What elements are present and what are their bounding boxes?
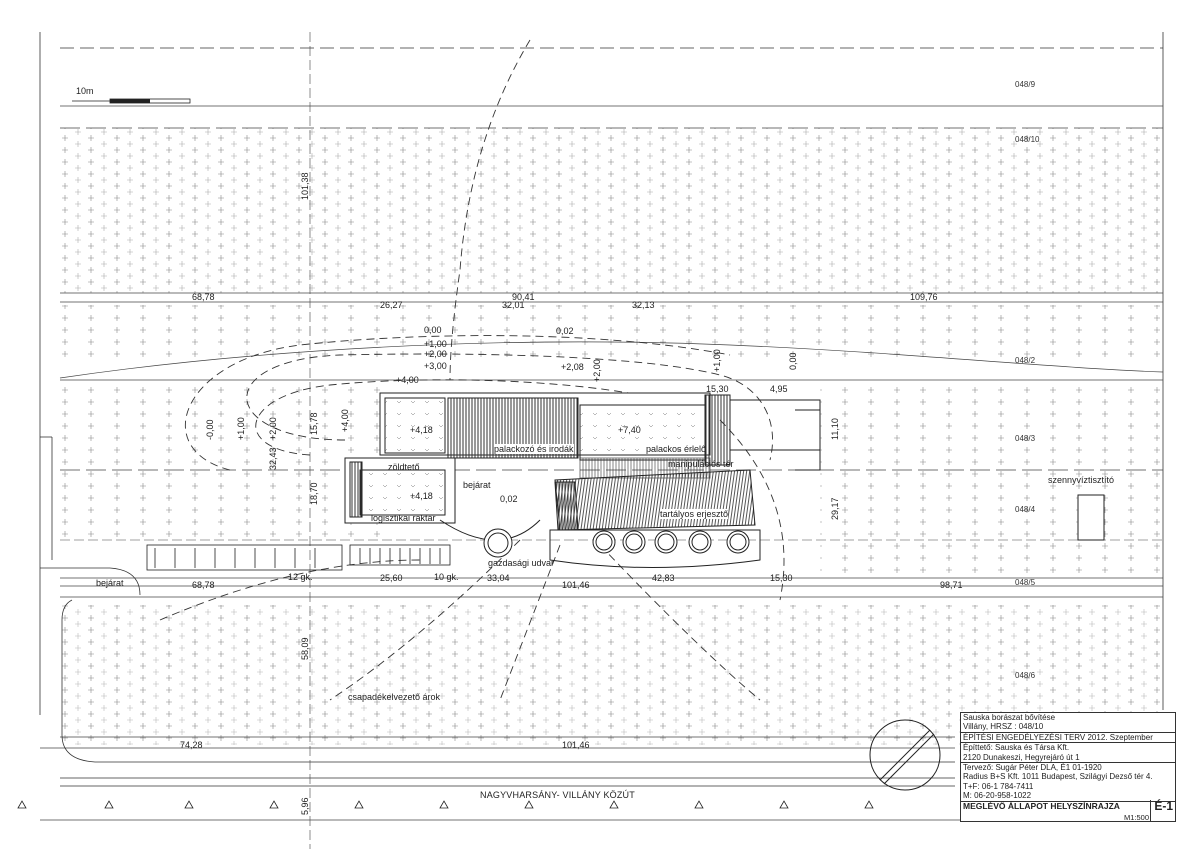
dimension-label: 11,10 — [830, 418, 840, 440]
client: Építtető: Sauska és Társa Kft. — [961, 742, 1175, 752]
parcel-label: 048/10 — [1015, 135, 1040, 144]
field-lines — [40, 105, 1164, 821]
dimension-label: 32,13 — [632, 300, 655, 310]
dimension-label: 32,01 — [502, 300, 525, 310]
dimension-label: 32,43 — [268, 447, 278, 470]
building-label-green-roof: zöldtető — [388, 462, 420, 472]
dimension-label: 90,41 — [512, 292, 535, 302]
dimension-label: 4,95 — [770, 384, 788, 394]
sheet-code-box — [1150, 800, 1175, 821]
contour-label: 0,00 — [424, 325, 442, 335]
elevation-label: +4,18 — [410, 425, 433, 435]
wastewater-label: szennyvíztisztító — [1048, 475, 1115, 485]
contour-label: 0,02 — [500, 494, 518, 504]
dimension-label: 101,38 — [300, 172, 310, 200]
designer: Tervező: Sugár Péter DLA, É1 01-1920 — [961, 762, 1175, 772]
dimension-label: 101,46 — [562, 580, 590, 590]
parcel-label: 048/6 — [1015, 671, 1036, 680]
contour-label: +2,08 — [561, 362, 584, 372]
elevation-label: +4,18 — [410, 491, 433, 501]
elevation-label: +7,40 — [618, 425, 641, 435]
drain-label: csapadékelvezető árok — [348, 692, 441, 702]
parking-label: 12 gk. — [288, 572, 313, 582]
road-edges — [40, 436, 955, 787]
contour-label: +2,00 — [592, 359, 602, 382]
contour-label: +1,00 — [712, 349, 722, 372]
scale-bar-label: 10m — [76, 86, 94, 96]
markers — [17, 800, 874, 809]
dimension-label: 68,78 — [192, 292, 215, 302]
contour-label: +1,00 — [236, 417, 246, 440]
dimension-label: 58,09 — [300, 637, 310, 660]
yard-label: gazdasági udvar — [488, 558, 555, 568]
dimension-label: 25,60 — [380, 573, 403, 583]
dimension-label: 42,83 — [652, 573, 675, 583]
building-label-manipulation: manipulációs tér — [668, 459, 734, 469]
sheet-code: É-1 — [1154, 799, 1173, 813]
scale-bar — [72, 98, 191, 104]
contour-label: +2,00 — [268, 417, 278, 440]
dimension-label: 74,28 — [180, 740, 203, 750]
parking — [146, 544, 451, 571]
project-location: Villány, HRSZ : 048/10 — [963, 722, 1044, 732]
mobile: M: 06-20-958-1022 — [963, 791, 1032, 801]
sheet-title: MEGLÉVŐ ÁLLAPOT HELYSZÍNRAJZA — [961, 800, 1175, 811]
phone: T+F: 06-1 784-7411 — [963, 781, 1034, 791]
dimension-label: 68,78 — [192, 580, 215, 590]
contour-label: +4,00 — [340, 409, 350, 432]
dimension-label: 101,46 — [562, 740, 590, 750]
dimension-label: 29,17 — [830, 497, 840, 520]
dimension-label: 15,78 — [309, 412, 319, 435]
parcel-label: 048/9 — [1015, 80, 1036, 89]
contour-label: 0,00 — [788, 352, 798, 370]
building-label-bottle-aging: palackos érlelő — [646, 444, 707, 454]
contour-label: +1,00 — [424, 339, 447, 349]
tanks — [483, 528, 750, 558]
design-firm: Radius B+S Kft. 1011 Budapest, Szilágyi … — [963, 772, 1153, 782]
parcel-label: 048/3 — [1015, 434, 1036, 443]
wastewater-plant — [1077, 494, 1105, 541]
contour-label: +3,00 — [424, 361, 447, 371]
building-label-logistics: logisztikai raktár — [371, 513, 436, 523]
road-label: NAGYVHARSÁNY- VILLÁNY KÖZÚT — [480, 790, 635, 800]
project-phase: ÉPÍTÉSI ENGEDÉLYEZÉSI TERV 2012. Szeptem… — [961, 731, 1175, 742]
north-arrow — [869, 719, 941, 791]
parcel-label: 048/2 — [1015, 356, 1036, 365]
contour-lines — [159, 39, 785, 701]
drawing-scale: M1:500 — [1123, 813, 1149, 822]
vineyard-rows — [60, 128, 1160, 745]
parcel-label: 048/5 — [1015, 578, 1036, 587]
title-block: Sauska borászat bővítése Villány, HRSZ :… — [960, 712, 1176, 822]
building-label-bottling: palackozó és irodák — [494, 444, 574, 454]
contour-label: +4,00 — [396, 375, 419, 385]
contour-label: 0,02 — [556, 326, 574, 336]
dimension-label: 18,70 — [309, 482, 319, 505]
dimension-label: 33,04 — [487, 573, 510, 583]
project-name: Sauska borászat bővítése — [963, 713, 1056, 722]
dimension-label: 15,30 — [706, 384, 729, 394]
dimension-label: 26,27 — [380, 300, 403, 310]
entrance-label: bejárat — [463, 480, 491, 490]
parcel-label: 048/4 — [1015, 505, 1036, 514]
dimension-label: 15,30 — [770, 573, 793, 583]
parking-label: 10 gk. — [434, 572, 459, 582]
entrance-label: bejárat — [96, 578, 124, 588]
dimension-label: 98,71 — [940, 580, 963, 590]
dimension-label: 5,96 — [300, 797, 310, 815]
building-label-tank-fermenter: tartályos erjesztő — [660, 509, 729, 519]
contour-label: +2,00 — [424, 349, 447, 359]
contour-label: -0,00 — [205, 419, 215, 440]
client-address: 2120 Dunakeszi, Hegyrejáró út 1 — [963, 752, 1080, 762]
dimension-label: 109,76 — [910, 292, 938, 302]
